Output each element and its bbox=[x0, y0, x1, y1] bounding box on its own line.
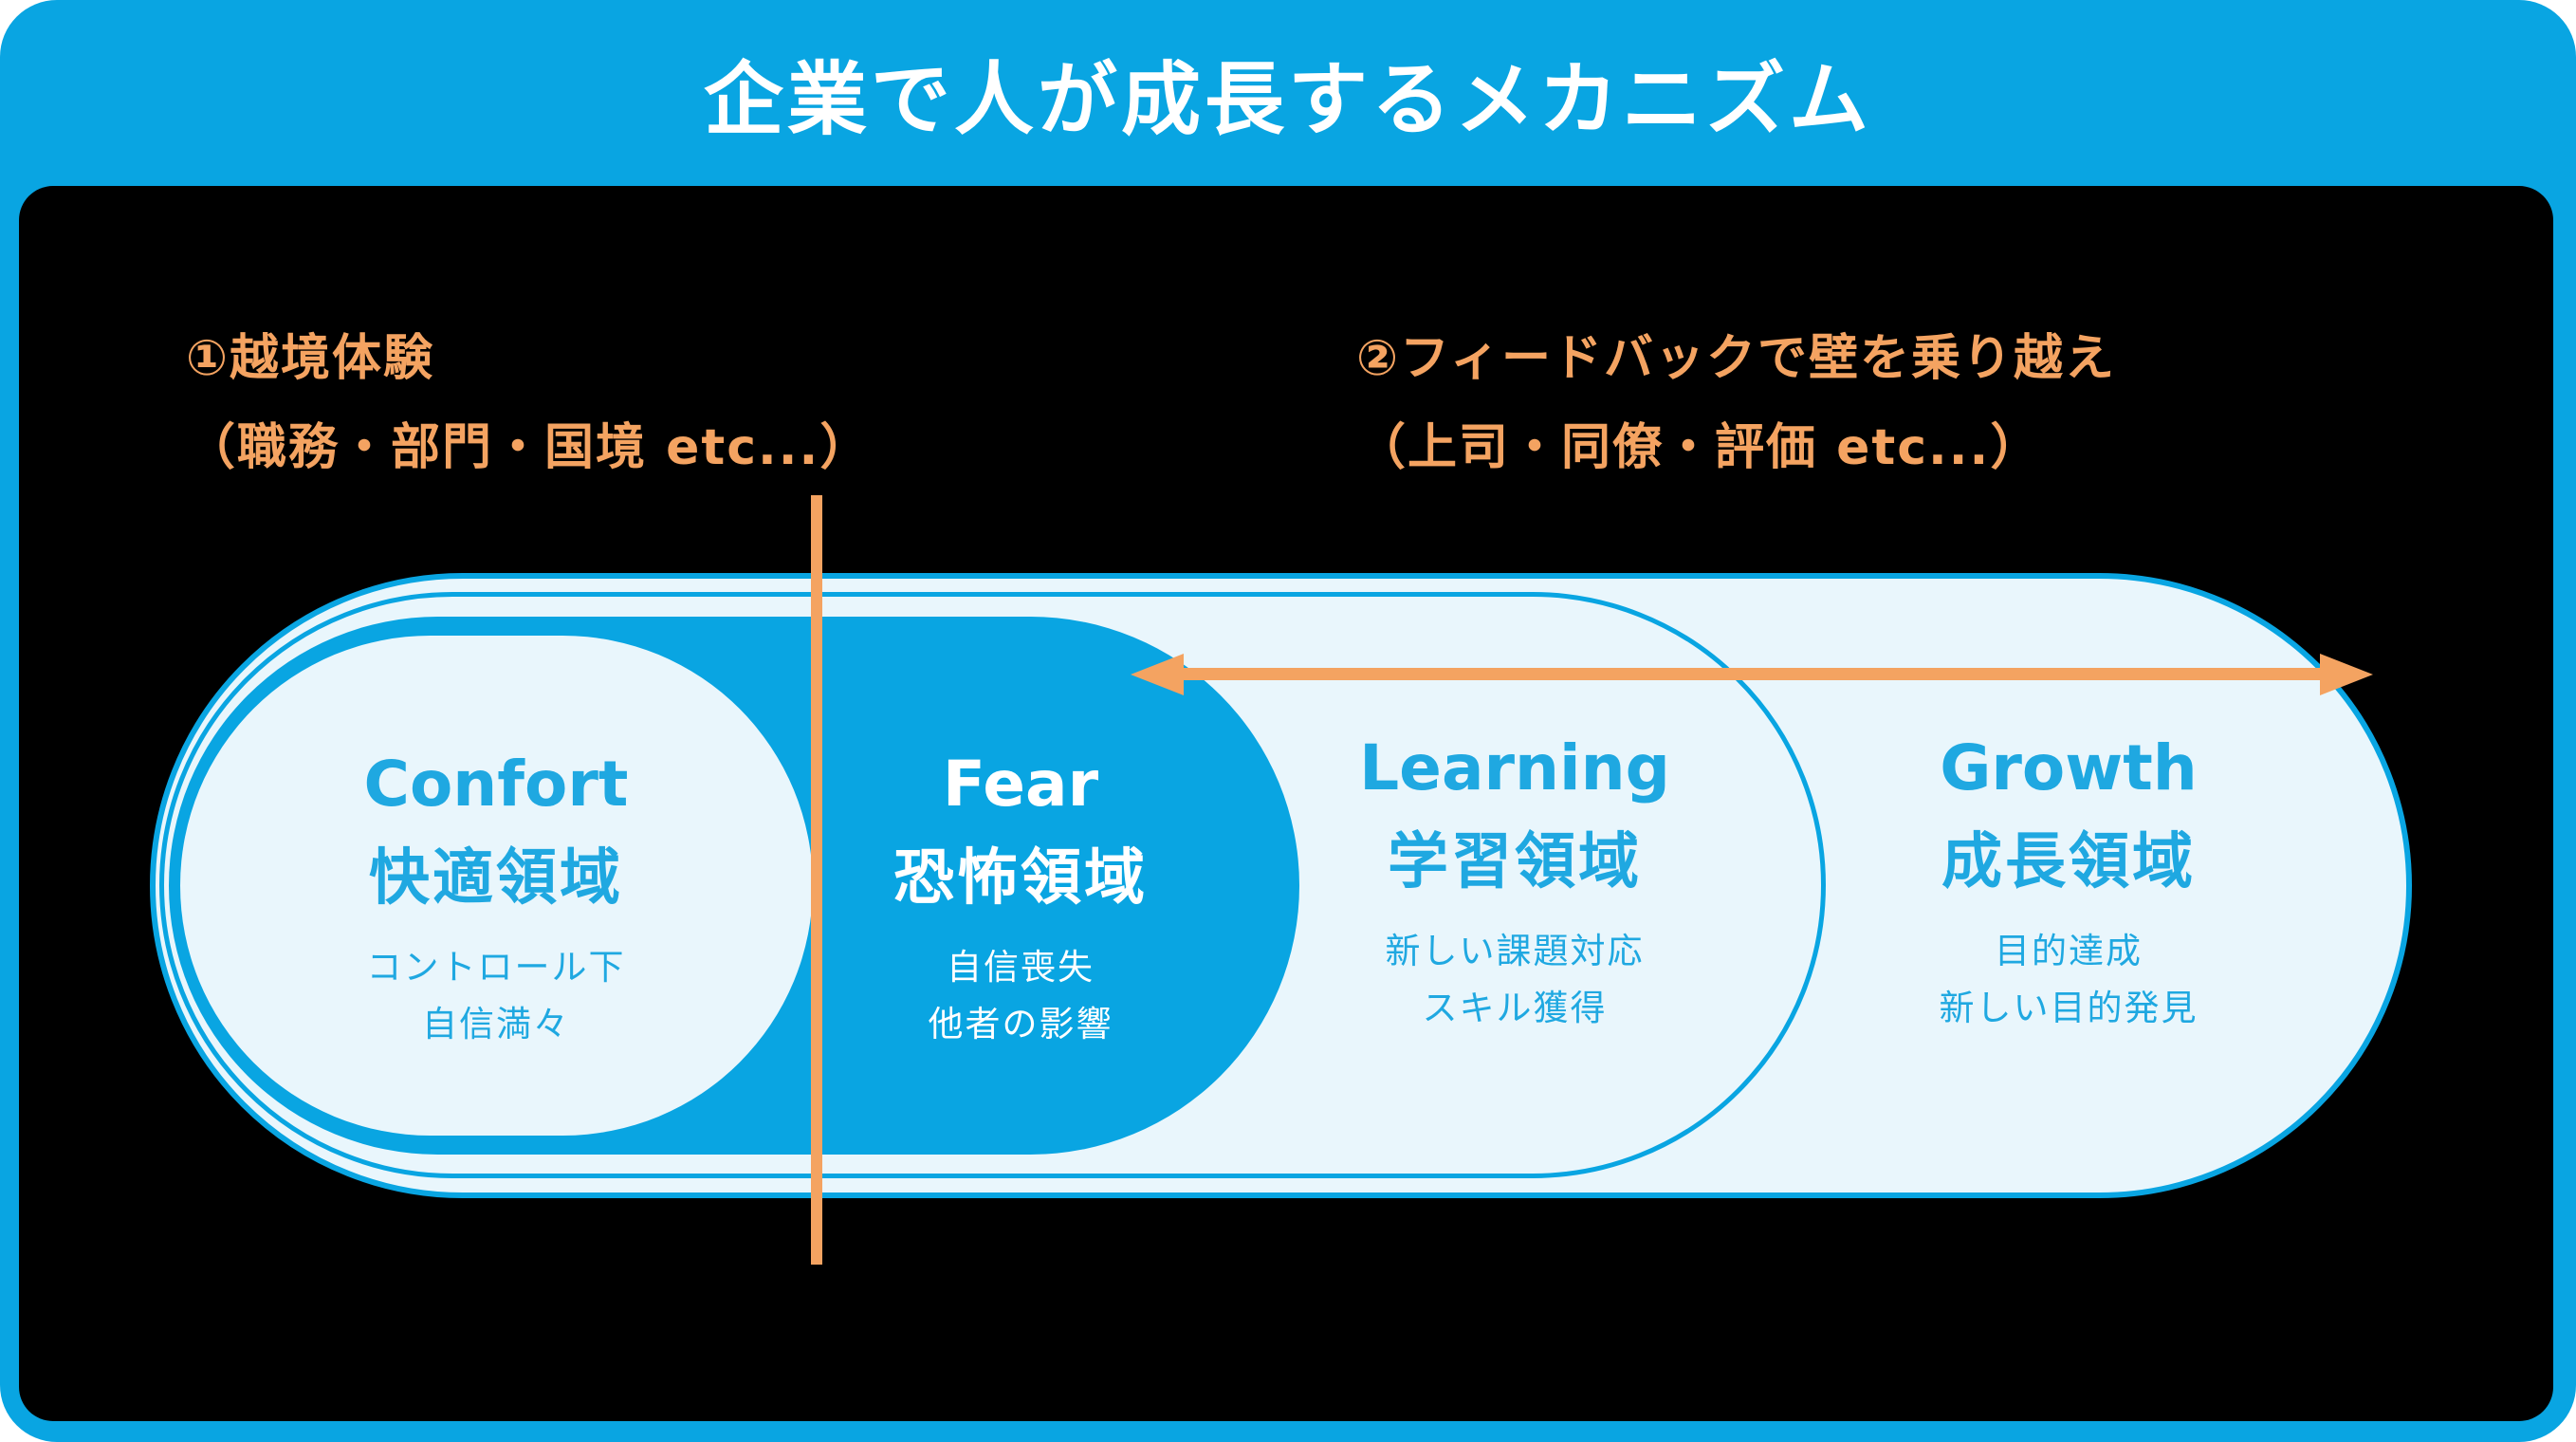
comfort-zone-shape bbox=[180, 636, 813, 1136]
feedback-arrow-left-head-icon bbox=[1131, 654, 1184, 695]
step1-line2: （職務・部門・国境 etc...） bbox=[186, 419, 872, 476]
growth-title-jp: 成長領域 bbox=[1941, 827, 2196, 897]
learning-sub2: スキル獲得 bbox=[1422, 988, 1608, 1028]
boundary-crossing-line bbox=[811, 495, 822, 1265]
fear-title-en: Fear bbox=[942, 748, 1099, 821]
comfort-zone-text: Confort 快適領域 コントロール下 自信満々 bbox=[164, 737, 828, 1053]
comfort-sub1: コントロール下 bbox=[366, 947, 626, 988]
page-title: 企業で人が成長するメカニズム bbox=[703, 52, 1872, 146]
comfort-title-jp: 快適領域 bbox=[369, 843, 623, 914]
learning-title-jp: 学習領域 bbox=[1388, 827, 1642, 897]
fear-sub2: 他者の影響 bbox=[928, 1004, 1113, 1045]
comfort-sub2: 自信満々 bbox=[422, 1004, 570, 1045]
step1-line1: ①越境体験 bbox=[186, 330, 435, 387]
growth-sub1: 目的達成 bbox=[1995, 931, 2143, 971]
learning-zone-text: Learning 学習領域 新しい課題対応 スキル獲得 bbox=[1183, 721, 1847, 1037]
spacer bbox=[1737, 909, 2401, 923]
step2-label: ②フィードバックで壁を乗り越え （上司・同僚・評価 etc...） bbox=[1356, 314, 2116, 492]
learning-sub1: 新しい課題対応 bbox=[1385, 931, 1645, 971]
learning-zone-outline bbox=[159, 592, 1826, 1178]
feedback-arrow-shaft bbox=[1176, 668, 2324, 680]
fear-title-jp: 恐怖領域 bbox=[893, 843, 1148, 914]
fear-zone-text: Fear 恐怖領域 自信喪失 他者の影響 bbox=[689, 737, 1352, 1053]
step1-label: ①越境体験 （職務・部門・国境 etc...） bbox=[186, 314, 871, 492]
step2-line2: （上司・同僚・評価 etc...） bbox=[1356, 419, 2042, 476]
growth-sub2: 新しい目的発見 bbox=[1939, 988, 2199, 1028]
comfort-title-en: Confort bbox=[363, 748, 629, 821]
growth-zone-text: Growth 成長領域 目的達成 新しい目的発見 bbox=[1737, 721, 2401, 1037]
feedback-arrow-right-head-icon bbox=[2320, 654, 2373, 695]
growth-title-en: Growth bbox=[1940, 731, 2198, 804]
title-bar: 企業で人が成長するメカニズム bbox=[0, 0, 2576, 186]
step2-line1: ②フィードバックで壁を乗り越え bbox=[1356, 330, 2116, 387]
learning-title-en: Learning bbox=[1359, 731, 1670, 804]
fear-sub1: 自信喪失 bbox=[947, 947, 1095, 988]
